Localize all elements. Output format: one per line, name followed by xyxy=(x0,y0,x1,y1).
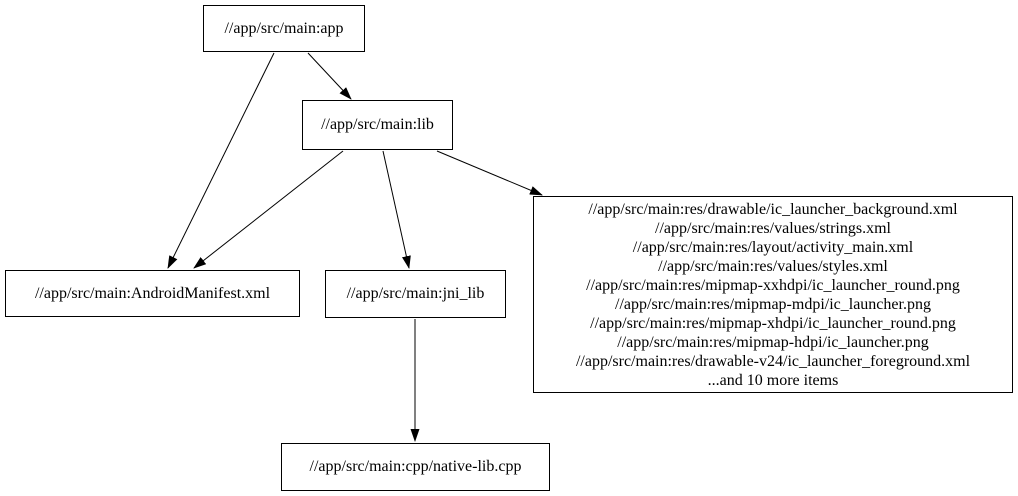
res-group-line: //app/src/main:res/mipmap-mdpi/ic_launch… xyxy=(615,295,931,313)
graph-node-lib: //app/src/main:lib xyxy=(302,100,453,150)
res-group-more-items: ...and 10 more items xyxy=(707,371,839,389)
graph-node-res-group: //app/src/main:res/drawable/ic_launcher_… xyxy=(533,196,1013,393)
res-group-line: //app/src/main:res/values/styles.xml xyxy=(658,257,888,275)
res-group-line: //app/src/main:res/layout/activity_main.… xyxy=(632,238,914,256)
edge-lib-to-manifest xyxy=(193,150,344,269)
edge-lib-to-res-group xyxy=(436,150,543,196)
graph-node-jni-lib-label: //app/src/main:jni_lib xyxy=(346,285,485,302)
graph-node-native-lib-cpp-label: //app/src/main:cpp/native-lib.cpp xyxy=(309,458,522,475)
res-group-line: //app/src/main:res/mipmap-hdpi/ic_launch… xyxy=(617,333,929,351)
graph-node-android-manifest: //app/src/main:AndroidManifest.xml xyxy=(5,270,300,317)
edge-app-to-manifest xyxy=(167,52,275,269)
edge-lib-to-jni-lib xyxy=(382,150,411,269)
graph-node-jni-lib: //app/src/main:jni_lib xyxy=(325,270,506,318)
res-group-line: //app/src/main:res/values/strings.xml xyxy=(655,219,891,237)
graph-node-android-manifest-label: //app/src/main:AndroidManifest.xml xyxy=(34,284,271,302)
graph-node-lib-label: //app/src/main:lib xyxy=(321,116,434,133)
res-group-line: //app/src/main:res/mipmap-xhdpi/ic_launc… xyxy=(590,314,956,332)
graph-node-app-label: //app/src/main:app xyxy=(224,19,344,37)
graph-node-native-lib-cpp: //app/src/main:cpp/native-lib.cpp xyxy=(281,443,550,491)
edge-app-to-lib xyxy=(307,52,352,100)
res-group-line: //app/src/main:res/drawable-v24/ic_launc… xyxy=(575,352,971,370)
graph-node-app: //app/src/main:app xyxy=(203,5,365,52)
res-group-line: //app/src/main:res/drawable/ic_launcher_… xyxy=(588,200,958,218)
res-group-line: //app/src/main:res/mipmap-xxhdpi/ic_laun… xyxy=(586,276,960,294)
